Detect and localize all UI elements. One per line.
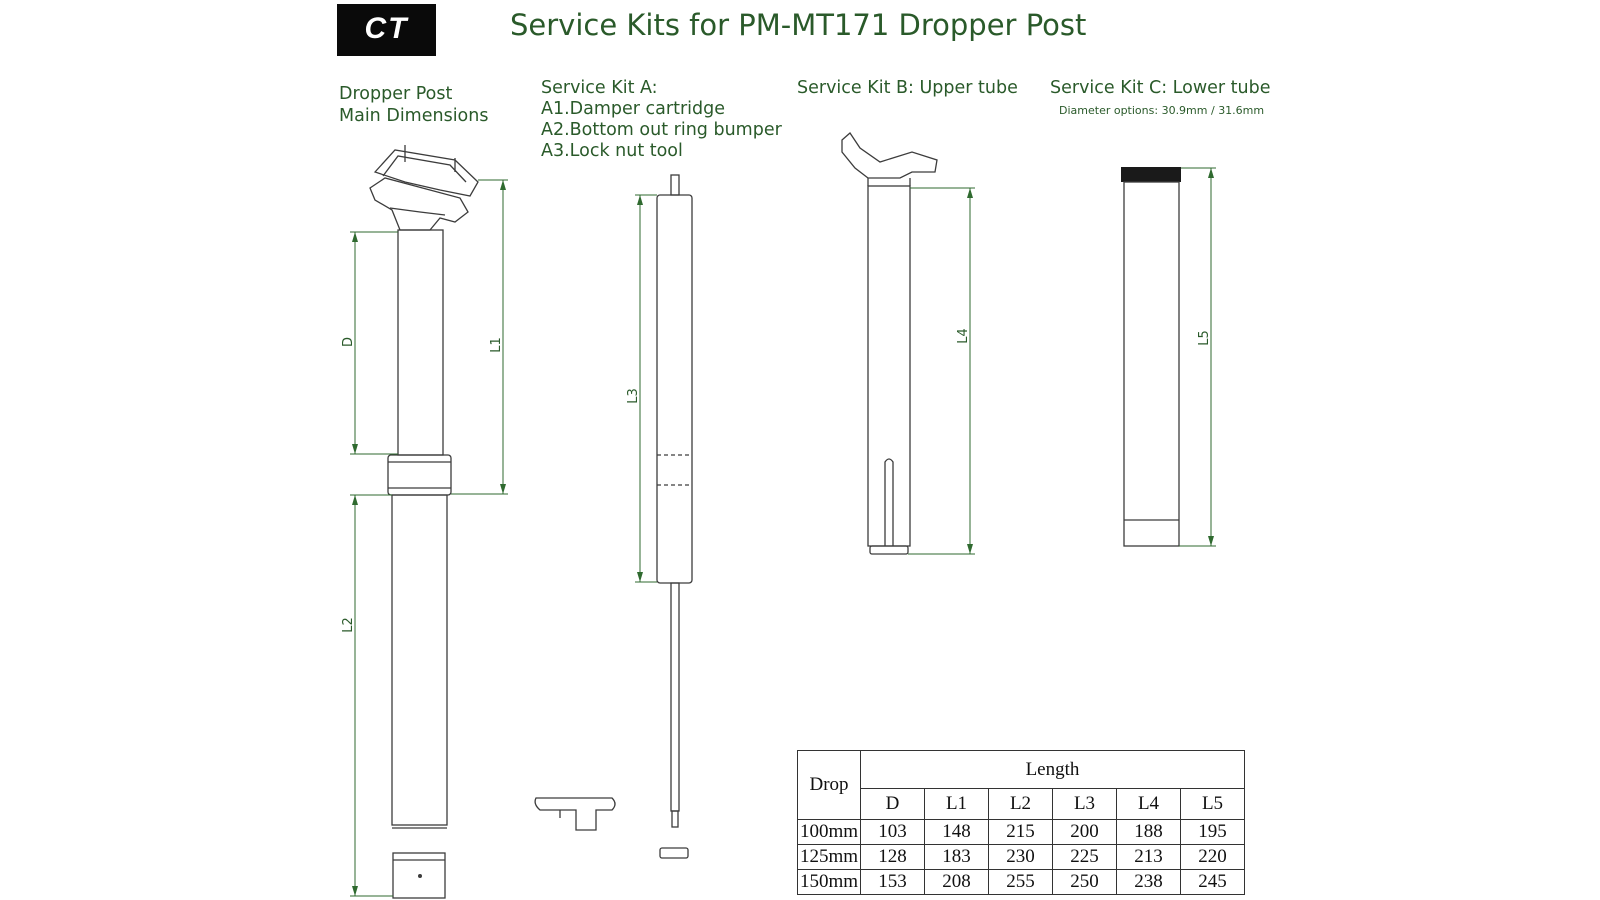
dim-label-l2: L2	[341, 617, 356, 633]
value-cell: 148	[924, 819, 989, 845]
value-cell: 220	[1180, 844, 1245, 870]
value-cell: 230	[988, 844, 1053, 870]
value-cell: 200	[1052, 819, 1117, 845]
kit-a-item-1: A1.Damper cartridge	[541, 99, 725, 119]
value-cell: 128	[860, 844, 925, 870]
table-row: 125mm 128 183 230 225 213 220	[797, 844, 1245, 870]
drop-cell: 100mm	[797, 819, 861, 845]
length-header: Length	[860, 750, 1245, 789]
drop-cell: 125mm	[797, 844, 861, 870]
column-header: L4	[1116, 788, 1181, 820]
value-cell: 188	[1116, 819, 1181, 845]
value-cell: 215	[988, 819, 1053, 845]
column-header: D	[860, 788, 925, 820]
table-row: 150mm 153 208 255 250 238 245	[797, 869, 1245, 895]
kit-c-diameter-note: Diameter options: 30.9mm / 31.6mm	[1059, 104, 1265, 117]
logo-text: CT	[364, 12, 409, 45]
value-cell: 245	[1180, 869, 1245, 895]
column-header: L5	[1180, 788, 1245, 820]
kit-a-title: Service Kit A:	[541, 78, 658, 98]
main-dimensions-title-line1: Dropper Post	[339, 84, 453, 104]
column-header: L2	[988, 788, 1053, 820]
upper-tube-drawing	[841, 132, 975, 555]
kit-a-item-2: A2.Bottom out ring bumper	[541, 120, 782, 140]
kit-c-title: Service Kit C: Lower tube	[1050, 78, 1271, 98]
dim-label-l1: L1	[489, 337, 504, 353]
value-cell: 213	[1116, 844, 1181, 870]
value-cell: 208	[924, 869, 989, 895]
kit-a-item-3: A3.Lock nut tool	[541, 141, 683, 161]
kit-b-title: Service Kit B: Upper tube	[797, 78, 1018, 98]
dim-label-l4: L4	[956, 328, 971, 344]
table-row: 100mm 103 148 215 200 188 195	[797, 819, 1245, 845]
value-cell: 250	[1052, 869, 1117, 895]
value-cell: 103	[860, 819, 925, 845]
dimension-table: Drop Length D L1 L2 L3 L4 L5 100mm 103 1…	[797, 750, 1245, 895]
value-cell: 183	[924, 844, 989, 870]
ct-logo: CT	[337, 4, 436, 56]
damper-cartridge-drawing	[534, 174, 693, 859]
main-dimensions-title-line2: Main Dimensions	[339, 106, 489, 126]
column-header: L1	[924, 788, 989, 820]
value-cell: 153	[860, 869, 925, 895]
column-header: L3	[1052, 788, 1117, 820]
value-cell: 255	[988, 869, 1053, 895]
value-cell: 238	[1116, 869, 1181, 895]
drop-cell: 150mm	[797, 869, 861, 895]
value-cell: 195	[1180, 819, 1245, 845]
value-cell: 225	[1052, 844, 1117, 870]
dim-label-d: D	[341, 337, 356, 347]
dim-label-l5: L5	[1197, 330, 1212, 346]
lower-tube-drawing	[1121, 167, 1216, 547]
drop-header: Drop	[797, 750, 861, 820]
dropper-post-drawing	[350, 145, 508, 899]
dim-label-l3: L3	[626, 388, 641, 404]
page-title: Service Kits for PM-MT171 Dropper Post	[510, 8, 1087, 42]
